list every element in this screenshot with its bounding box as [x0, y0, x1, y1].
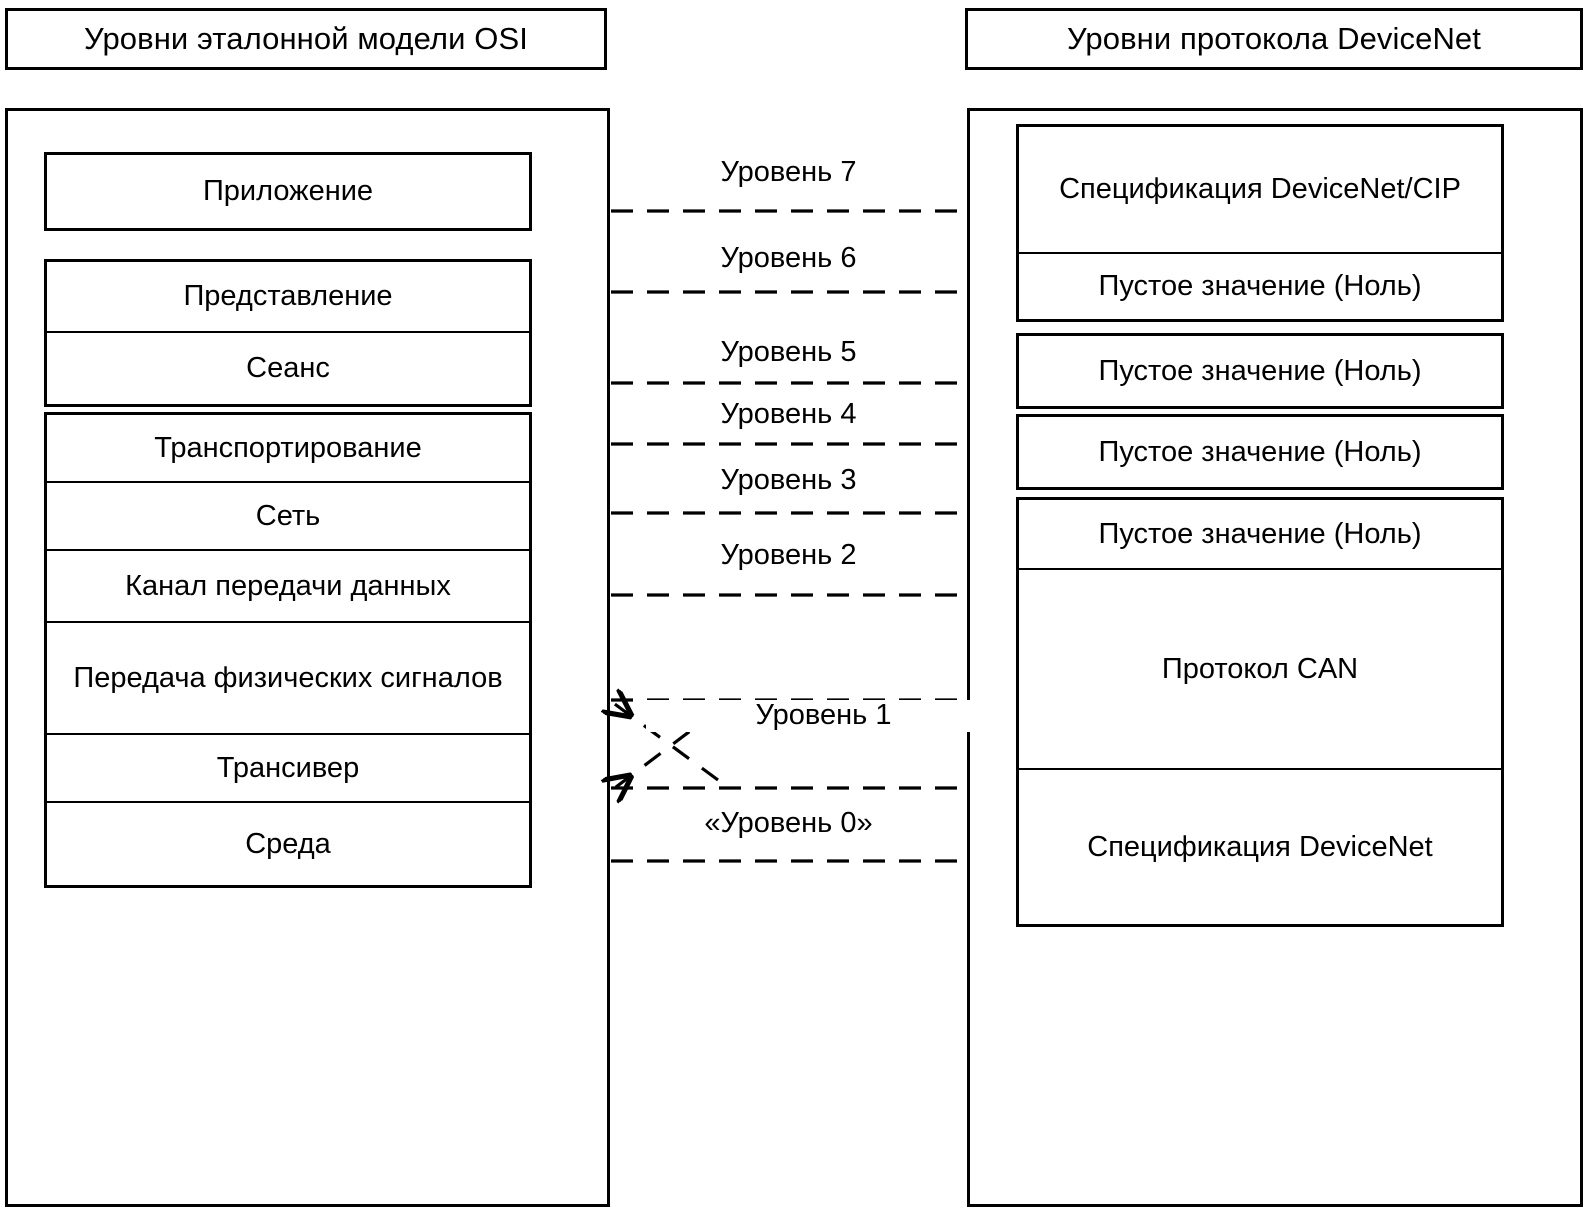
level-label-3: Уровень 3 — [720, 464, 857, 496]
osi-layer-label: Трансивер — [216, 751, 360, 784]
osi-layer-transport[interactable]: Транспортирование — [47, 415, 529, 483]
devicenet-layer-null-1[interactable]: Пустое значение (Ноль) — [1019, 254, 1501, 319]
devicenet-layer-null-2[interactable]: Пустое значение (Ноль) — [1019, 336, 1501, 406]
osi-layer-data-link[interactable]: Канал передачи данных — [47, 551, 529, 623]
osi-layer-label: Транспортирование — [154, 431, 422, 464]
devicenet-layer-null-4[interactable]: Пустое значение (Ноль) — [1019, 500, 1501, 570]
osi-layer-session[interactable]: Сеанс — [47, 333, 529, 404]
osi-layer-group-3: Транспортирование Сеть Канал передачи да… — [44, 412, 532, 888]
osi-layer-label: Представление — [183, 280, 393, 313]
devicenet-layer-label: Пустое значение (Ноль) — [1098, 354, 1422, 387]
devicenet-layer-label: Пустое значение (Ноль) — [1098, 517, 1422, 550]
level-label-7: Уровень 7 — [720, 156, 857, 188]
osi-layer-label: Сеанс — [246, 352, 330, 385]
osi-layer-label: Приложение — [202, 175, 374, 208]
left-column-caption-text: Уровни эталонной модели OSI — [84, 21, 528, 57]
osi-layer-medium[interactable]: Среда — [47, 803, 529, 885]
devicenet-layer-label: Пустое значение (Ноль) — [1098, 435, 1422, 468]
osi-layer-label: Сеть — [255, 499, 321, 532]
left-column-caption: Уровни эталонной модели OSI — [5, 8, 607, 70]
devicenet-layer-group-2: Пустое значение (Ноль) — [1016, 333, 1504, 409]
osi-layer-application[interactable]: Приложение — [47, 155, 529, 228]
level-label-6: Уровень 6 — [720, 242, 857, 274]
osi-layer-label: Канал передачи данных — [125, 569, 451, 602]
devicenet-layer-spec-cip[interactable]: Спецификация DeviceNet/CIP — [1019, 127, 1501, 254]
devicenet-layer-label: Пустое значение (Ноль) — [1098, 270, 1422, 303]
devicenet-layer-can-protocol[interactable]: Протокол CAN — [1019, 570, 1501, 770]
osi-layer-group-2: Представление Сеанс — [44, 259, 532, 407]
osi-layer-group-1: Приложение — [44, 152, 532, 231]
devicenet-layer-label: Спецификация DeviceNet — [1087, 830, 1433, 863]
level-label-4: Уровень 4 — [720, 398, 857, 430]
osi-layer-label: Передача физических сигналов — [73, 661, 503, 694]
devicenet-layer-null-3[interactable]: Пустое значение (Ноль) — [1019, 417, 1501, 487]
level-label-5: Уровень 5 — [720, 336, 857, 368]
devicenet-layer-label: Спецификация DeviceNet/CIP — [1059, 173, 1461, 206]
osi-layer-presentation[interactable]: Представление — [47, 262, 529, 333]
osi-layer-transceiver[interactable]: Трансивер — [47, 735, 529, 803]
level-label-0: «Уровень 0» — [704, 807, 873, 839]
devicenet-layer-group-4: Пустое значение (Ноль) Протокол CAN Спец… — [1016, 497, 1504, 927]
devicenet-layer-group-1: Спецификация DeviceNet/CIP Пустое значен… — [1016, 124, 1504, 322]
devicenet-layer-spec-devicenet[interactable]: Спецификация DeviceNet — [1019, 770, 1501, 924]
level-label-2: Уровень 2 — [720, 539, 857, 571]
right-column-caption: Уровни протокола DeviceNet — [965, 8, 1583, 70]
devicenet-layer-group-3: Пустое значение (Ноль) — [1016, 414, 1504, 490]
osi-layer-network[interactable]: Сеть — [47, 483, 529, 551]
devicenet-layer-label: Протокол CAN — [1161, 652, 1359, 685]
level-label-1: Уровень 1 — [646, 699, 1001, 732]
right-column-caption-text: Уровни протокола DeviceNet — [1067, 21, 1481, 57]
osi-layer-physical-signalling[interactable]: Передача физических сигналов — [47, 623, 529, 735]
osi-layer-label: Среда — [245, 827, 331, 860]
